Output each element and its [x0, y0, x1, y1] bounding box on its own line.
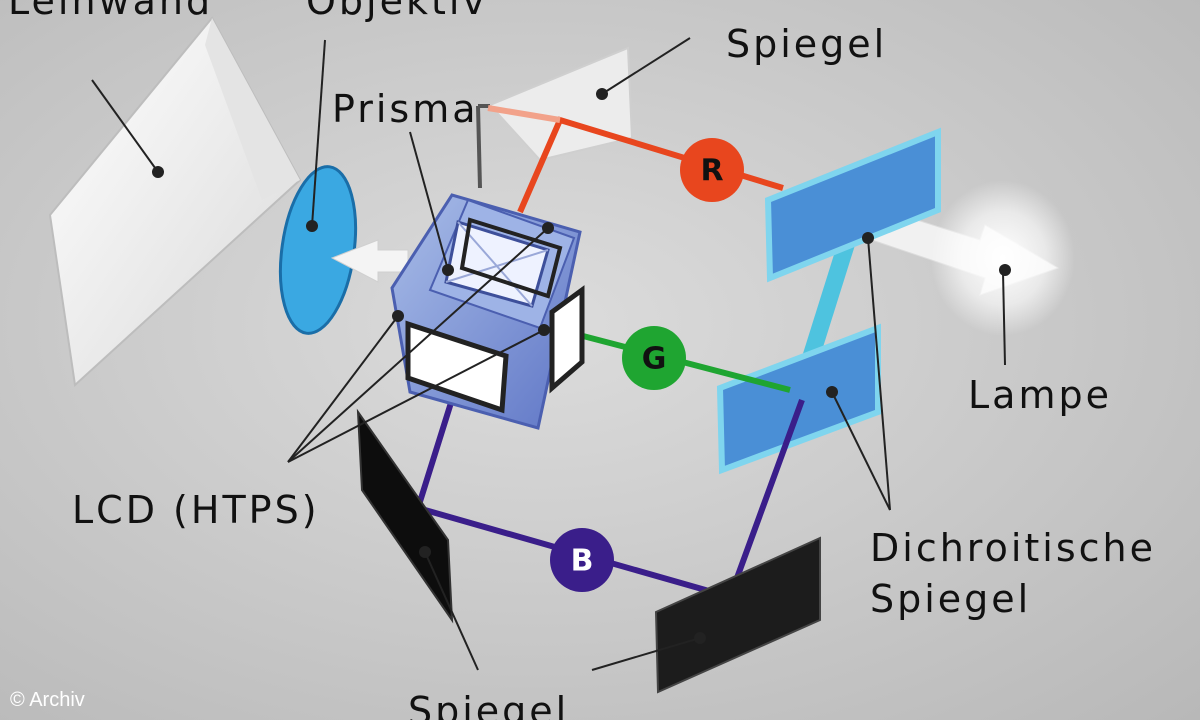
red-reflect-path — [487, 105, 561, 123]
badge-red: R — [680, 138, 744, 202]
lamp-glow — [931, 180, 1075, 336]
dichroic-mirror-bottom — [716, 323, 881, 475]
top-mirror-post — [476, 105, 482, 189]
bottom-mirror-left — [356, 408, 454, 624]
projection-screen — [48, 16, 302, 388]
leader-lines — [91, 37, 1006, 671]
badge-green: G — [622, 326, 686, 390]
label-prisma: Prisma — [332, 87, 479, 131]
label-lampe: Lampe — [968, 373, 1112, 417]
label-objektiv: Objektiv — [306, 0, 488, 23]
label-spiegel-bottom: Spiegel — [408, 689, 569, 720]
lcd-panel-front — [405, 320, 509, 414]
badge-green-label: G — [642, 342, 667, 377]
badge-blue: B — [550, 528, 614, 592]
badge-blue-label: B — [571, 544, 594, 579]
credit-archiv: © Archiv — [10, 689, 85, 711]
lcd-panel-side — [549, 285, 585, 394]
cyan-beam — [790, 210, 866, 395]
lcd-panel-top — [459, 217, 563, 299]
label-dichroitische-line1: Dichroitische — [870, 526, 1156, 570]
label-leinwand: Leinwand — [8, 0, 213, 23]
label-dichroitische-line2: Spiegel — [870, 577, 1031, 621]
label-spiegel-top: Spiegel — [726, 22, 887, 66]
label-lcd: LCD (HTPS) — [72, 488, 320, 532]
bottom-mirror-right — [654, 536, 821, 694]
badge-red-label: R — [700, 154, 723, 189]
dichroic-mirror-top — [764, 127, 941, 283]
leader-dots — [152, 88, 1011, 644]
